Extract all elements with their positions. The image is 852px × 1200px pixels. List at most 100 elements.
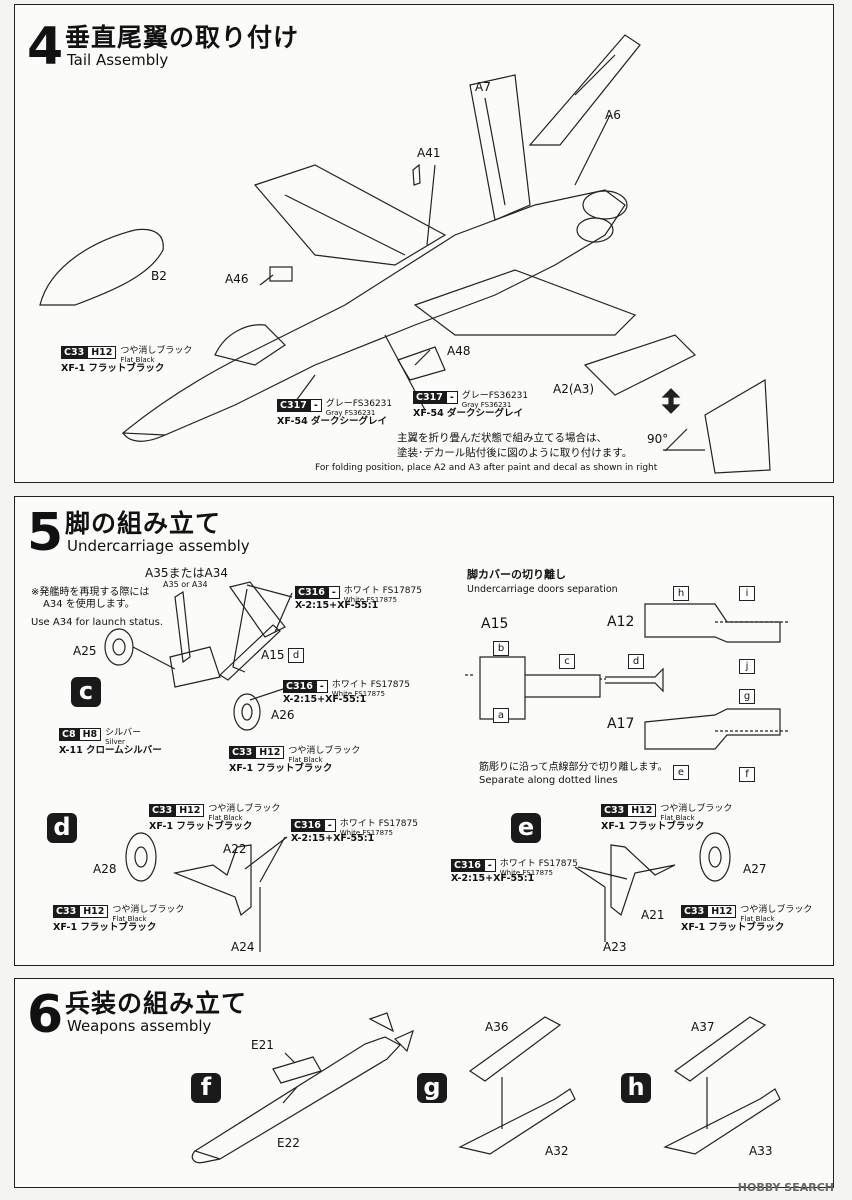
angle-label: 90°	[647, 432, 669, 446]
sprue-box-g: g	[739, 689, 755, 704]
step4-panel: 4 垂直尾翼の取り付け Tail Assembly A7 A6 A41 B2 A…	[14, 4, 834, 483]
subassembly-badge-d: d	[47, 813, 77, 843]
paint-mix: XF-1 フラットブラック	[53, 922, 157, 933]
paint-name-jp: ホワイト FS17875	[499, 859, 578, 869]
part-label-a48: A48	[447, 344, 471, 358]
paint-subcode: H8	[78, 728, 102, 741]
part-label-a46: A46	[225, 272, 249, 286]
paint-name-en: Flat Black	[208, 814, 243, 822]
paint-name-jp: つや消しブラック	[740, 905, 813, 915]
folding-note-jp-1: 主翼を折り畳んだ状態で組み立てる場合は、	[397, 432, 607, 444]
subassembly-badge-e: e	[511, 813, 541, 843]
paint-code: C316	[283, 680, 316, 693]
paint-name-jp: ホワイト FS17875	[339, 819, 418, 829]
sprue-box-h: h	[673, 586, 689, 601]
paint-name-en: Flat Black	[740, 915, 775, 923]
sprue-box-d: d	[288, 648, 304, 663]
step5-title-en: Undercarriage assembly	[67, 537, 250, 555]
part-label-a22: A22	[223, 842, 247, 856]
cut-note-en: Separate along dotted lines	[479, 775, 618, 786]
step5-panel: 5 脚の組み立て Undercarriage assembly ※発艦時を再現す…	[14, 496, 834, 966]
paint-name-jp: グレーFS36231	[461, 391, 529, 401]
part-label-a7: A7	[475, 80, 491, 94]
paint-name-en: Gray FS36231	[461, 401, 512, 409]
door-label-a15: A15	[481, 616, 509, 632]
part-label-a28: A28	[93, 862, 117, 876]
paint-subcode: -	[315, 680, 328, 693]
paint-mix: XF-1 フラットブラック	[681, 922, 785, 933]
weapons-drawing	[191, 1012, 781, 1164]
paint-code: C316	[295, 586, 328, 599]
subassembly-badge-h: h	[621, 1073, 651, 1103]
part-label-e22: E22	[277, 1136, 300, 1150]
a35-label: A35またはA34	[145, 566, 228, 580]
a35-label-en: A35 or A34	[163, 580, 208, 589]
paint-code: C316	[291, 819, 324, 832]
undercarriage-drawing	[104, 581, 790, 952]
paint-mix: XF-54 ダークシーグレイ	[413, 408, 523, 419]
paint-code: C33	[149, 804, 176, 817]
part-label-a33: A33	[749, 1144, 773, 1158]
paint-subcode: -	[327, 586, 340, 599]
paint-name-jp: つや消しブラック	[288, 746, 361, 756]
subassembly-badge-g: g	[417, 1073, 447, 1103]
paint-code: C33	[61, 346, 88, 359]
part-label-a26: A26	[271, 708, 295, 722]
subassembly-badge-f: f	[191, 1073, 221, 1103]
paint-name-en: Flat Black	[120, 356, 155, 364]
paint-mix: X-2:15+XF-55:1	[283, 694, 367, 705]
door-label-a17: A17	[607, 716, 635, 732]
part-label-a15: A15	[261, 648, 285, 662]
paint-code: C33	[681, 905, 708, 918]
paint-subcode: H12	[627, 804, 657, 817]
launch-note-jp-1: ※発艦時を再現する際には	[31, 587, 150, 598]
part-label-b2: B2	[151, 269, 167, 283]
paint-mix: XF-1 フラットブラック	[229, 763, 333, 774]
paint-name-jp: ホワイト FS17875	[331, 680, 410, 690]
paint-name-en: Gray FS36231	[325, 409, 376, 417]
paint-mix: X-2:15+XF-55:1	[291, 833, 375, 844]
door-label-a12: A12	[607, 614, 635, 630]
step6-number: 6	[27, 985, 64, 1045]
cut-note-jp: 筋彫りに沿って点線部分で切り離します。	[479, 762, 668, 773]
step4-number: 4	[27, 17, 64, 77]
watermark-text: HOBBY SEARCH	[737, 1181, 834, 1194]
paint-name-en: White FS17875	[343, 596, 397, 604]
paint-name-jp: つや消しブラック	[112, 905, 185, 915]
part-label-a25: A25	[73, 644, 97, 658]
paint-mix: XF-54 ダークシーグレイ	[277, 416, 387, 427]
part-label-a27: A27	[743, 862, 767, 876]
paint-mix: X-2:15+XF-55:1	[451, 873, 535, 884]
step6-title-jp: 兵装の組み立て	[65, 989, 248, 1018]
part-label-a32: A32	[545, 1144, 569, 1158]
paint-name-en: White FS17875	[331, 690, 385, 698]
part-label-a37: A37	[691, 1020, 715, 1034]
launch-note-jp-2: A34 を使用します。	[43, 599, 135, 610]
part-label-a36: A36	[485, 1020, 509, 1034]
subassembly-badge-c: c	[71, 677, 101, 707]
paint-subcode: -	[323, 819, 336, 832]
sprue-box-e: e	[673, 765, 689, 780]
doors-title-jp: 脚カバーの切り離し	[467, 568, 566, 581]
sprue-box-b: b	[493, 641, 509, 656]
paint-name-en: Silver	[105, 738, 125, 746]
paint-subcode: -	[483, 859, 496, 872]
sprue-box-d: d	[628, 654, 644, 669]
paint-code: C33	[53, 905, 80, 918]
paint-name-en: Flat Black	[112, 915, 147, 923]
paint-code: C317	[413, 391, 446, 404]
sprue-box-i: i	[739, 586, 755, 601]
folding-note-jp-2: 塗装･デカール貼付後に図のように取り付けます。	[397, 447, 633, 459]
part-label-a6: A6	[605, 108, 621, 122]
paint-mix: XF-1 フラットブラック	[149, 821, 253, 832]
step5-number: 5	[27, 503, 64, 563]
